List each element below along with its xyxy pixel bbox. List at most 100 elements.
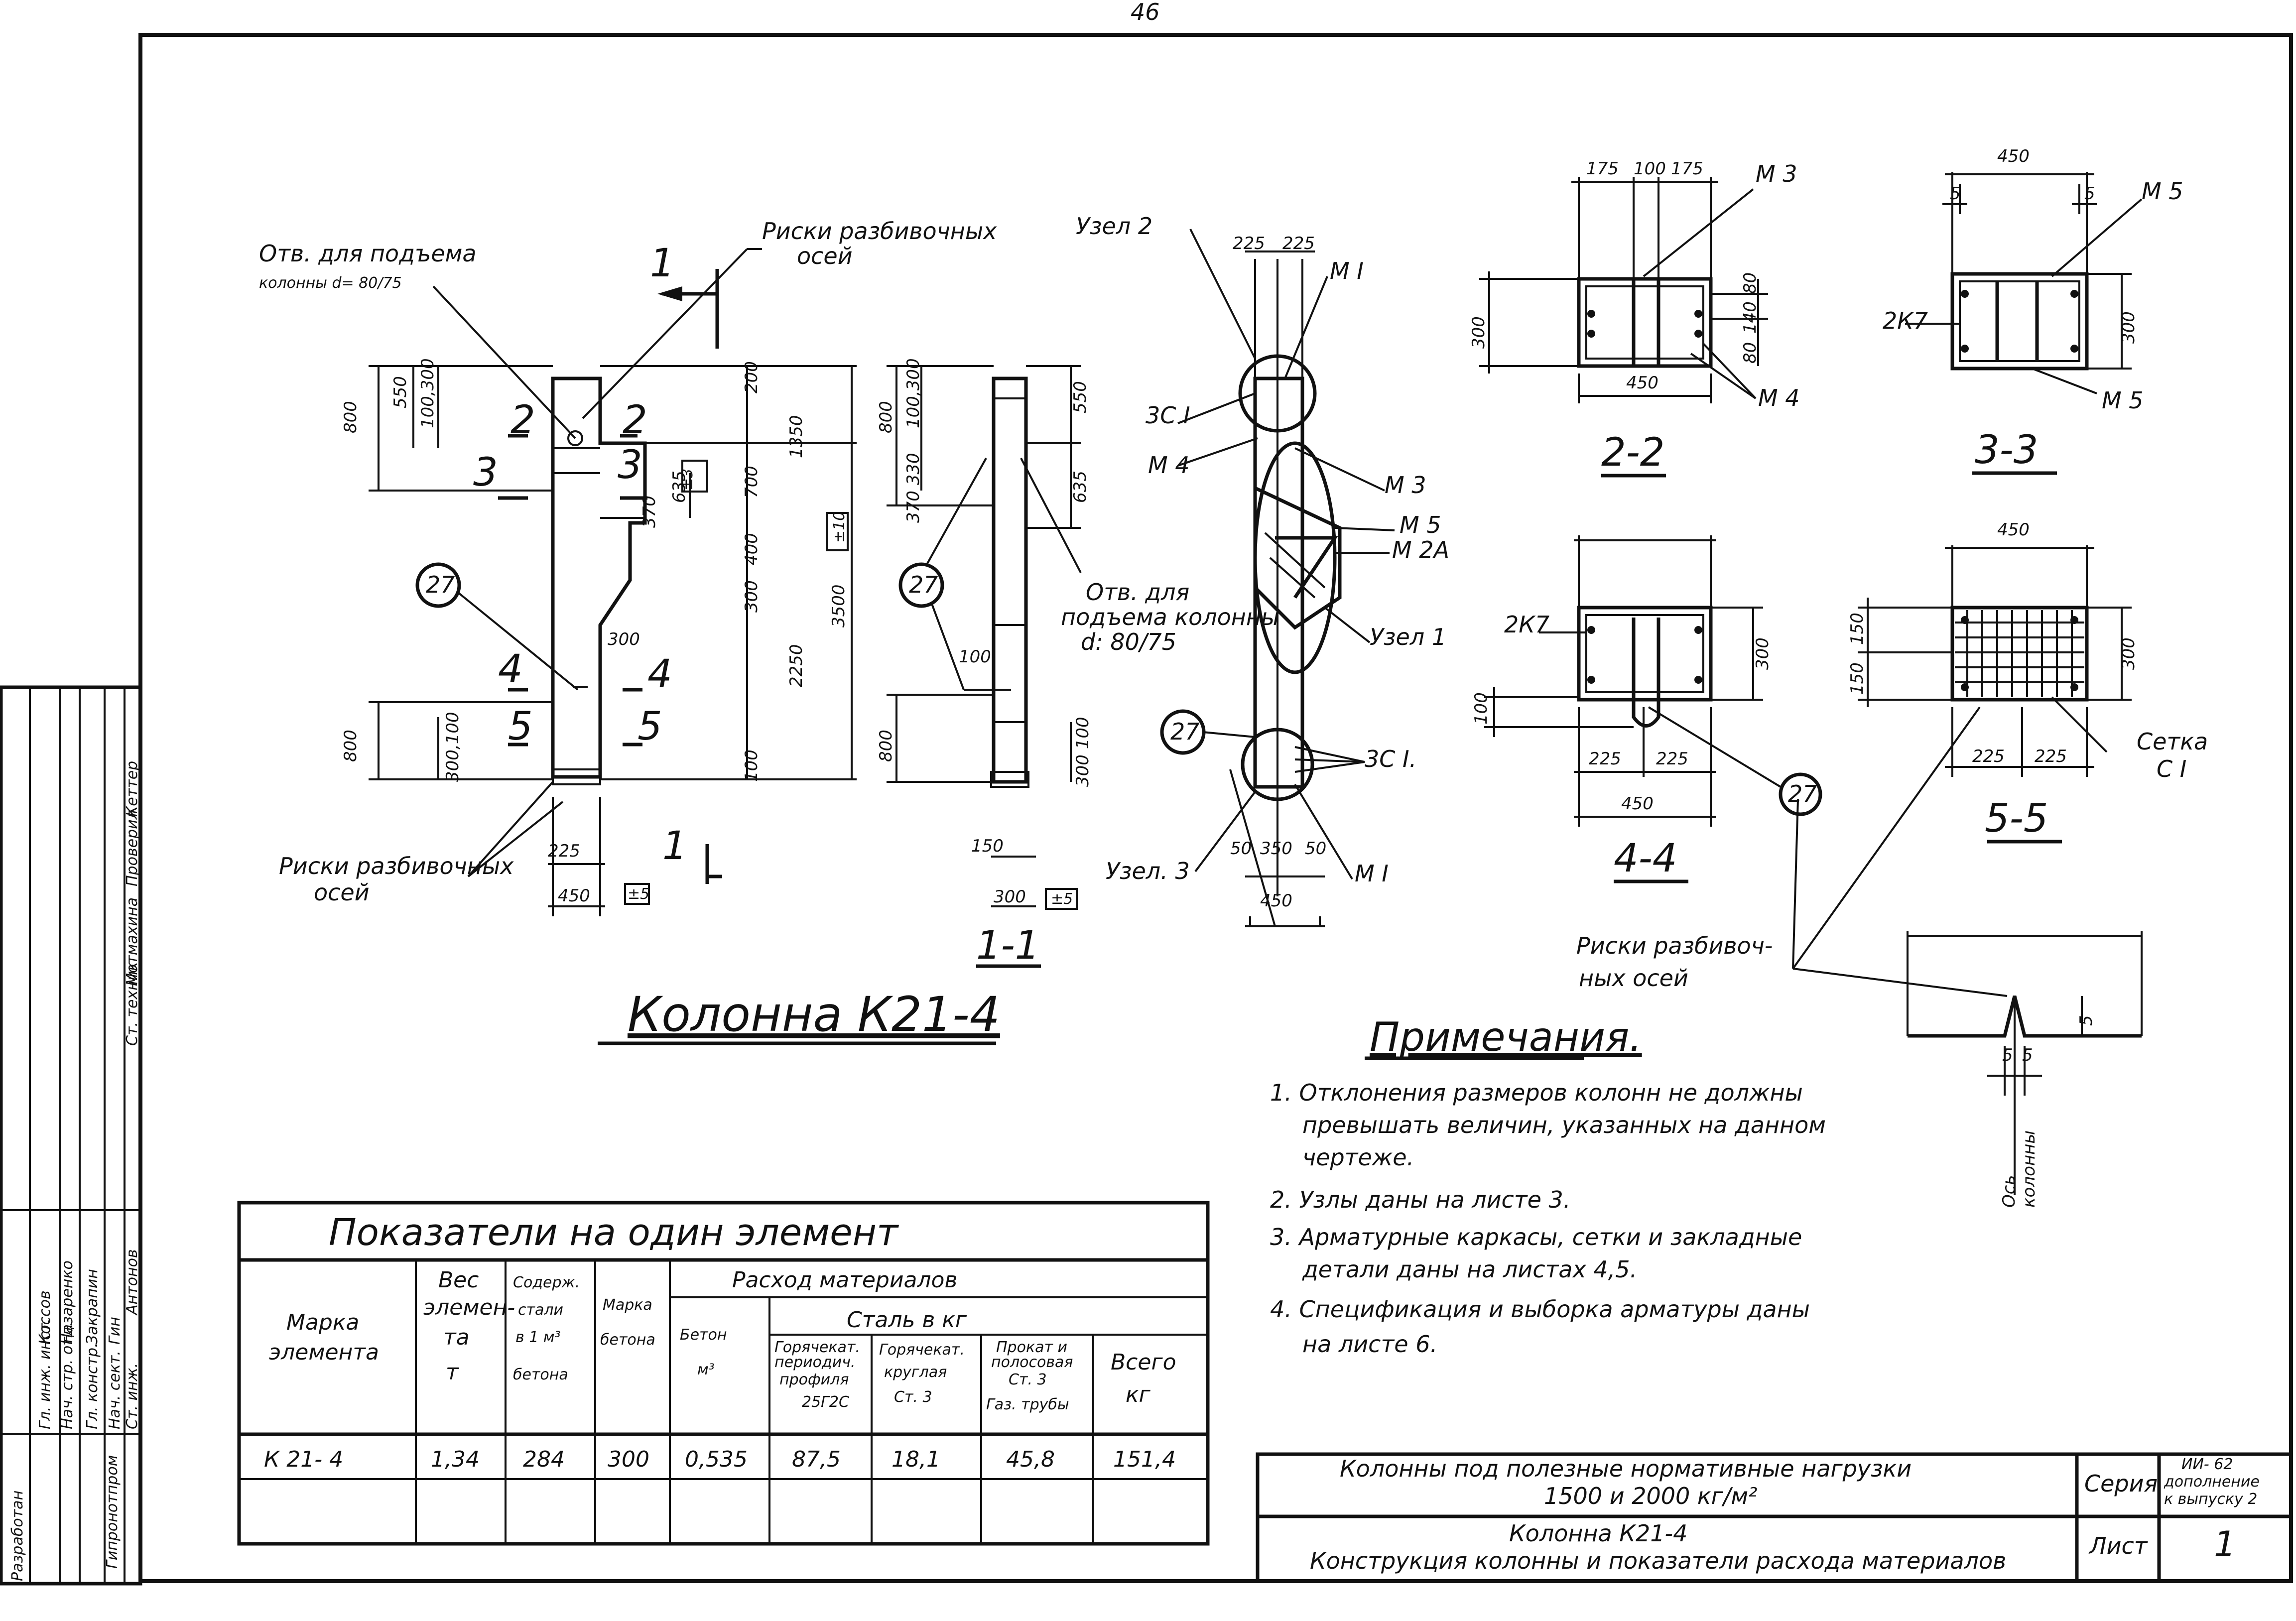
h-steel-3: в 1 м³: [515, 1329, 561, 1346]
risk-d5b: 5: [2022, 1045, 2033, 1065]
h-rolled-4: Газ. трубы: [986, 1396, 1069, 1413]
sec55-setka-2: С I: [2157, 755, 2186, 782]
cut-1-top: 1: [650, 241, 675, 286]
cell-total: 151,4: [1113, 1447, 1176, 1472]
h-steel-4: бетона: [513, 1366, 568, 1383]
tb-line-4: Конструкция колонны и показатели расхода…: [1310, 1547, 2006, 1574]
node-view: [1160, 229, 1395, 927]
svg-text:450: 450: [1621, 794, 1654, 814]
svg-text:800: 800: [876, 730, 896, 762]
h-periodic-4: 25Г2С: [802, 1393, 849, 1411]
h-steel-2: стали: [518, 1301, 563, 1319]
svg-text:5: 5: [1950, 184, 1961, 204]
risk-bot-2: осей: [314, 879, 370, 906]
tb-series-2: дополнение: [2164, 1473, 2260, 1491]
svg-text:300: 300: [2119, 637, 2139, 670]
svg-text:225: 225: [2035, 747, 2067, 766]
hole-label-2: колонны d= 80/75: [259, 274, 402, 292]
note-line-7: 4. Спецификация и выборка арматуры даны: [1270, 1296, 1810, 1323]
cut-5-left: 5: [508, 704, 533, 749]
cut-5-right: 5: [638, 704, 662, 749]
uzel-1: Узел 1: [1370, 623, 1446, 650]
node-m1-bottom: М I: [1355, 860, 1389, 887]
h-periodic-2: периодич.: [774, 1354, 855, 1371]
notes-heading: Примечания.: [1370, 1014, 1642, 1060]
note-line-6: детали даны на листах 4,5.: [1302, 1256, 1637, 1283]
svg-text:100: 100: [1634, 159, 1666, 179]
svg-text:100: 100: [742, 749, 762, 782]
svg-text:300: 300: [742, 580, 762, 613]
h-steel-kg: Сталь в кг: [847, 1307, 967, 1333]
svg-text:370: 370: [639, 496, 659, 528]
svg-text:80: 80: [1740, 272, 1760, 294]
svg-text:3500: 3500: [829, 584, 849, 627]
h-concrete-2: м³: [697, 1361, 715, 1378]
svg-text:150: 150: [1847, 613, 1867, 645]
h-mark-1: Марка: [286, 1310, 359, 1335]
svg-text:175: 175: [1671, 159, 1703, 179]
svg-text:450: 450: [558, 886, 590, 906]
sec33-m5-bottom: М 5: [2102, 387, 2144, 414]
stamp-role-7: Проверил: [124, 810, 141, 886]
svg-text:370 330: 370 330: [903, 453, 923, 523]
sec33-dims: 450 5 5 300: [1950, 146, 2139, 344]
svg-text:300: 300: [608, 629, 640, 649]
note-line-2: превышать величин, указанных на данном: [1302, 1112, 1826, 1138]
svg-text:±5: ±5: [628, 885, 649, 903]
svg-text:225: 225: [1282, 234, 1315, 253]
h-cmark-1: Марка: [603, 1296, 652, 1314]
svg-text:350: 350: [1260, 839, 1292, 859]
table-row: К 21- 4 1,34 284 300 0,535 87,5 18,1 45,…: [264, 1447, 1176, 1472]
section-1-1-dims: 800 100,300 550 370 330 635 100 800 300 …: [876, 358, 1093, 908]
svg-text:225: 225: [1656, 749, 1688, 769]
svg-text:80: 80: [1740, 342, 1760, 364]
tb-sheet-no: 1: [2214, 1524, 2236, 1565]
stamp-name-7: Кеттер: [124, 761, 141, 817]
cell-weight: 1,34: [431, 1447, 480, 1472]
section-1-1-label: 1-1: [976, 923, 1039, 968]
callout-27-elev: 27: [426, 571, 455, 598]
h-total-1: Всего: [1111, 1350, 1176, 1375]
title-block: [1256, 1452, 2293, 1583]
svg-text:1350: 1350: [786, 415, 806, 458]
stamp-org-1: Разработан: [9, 1491, 26, 1581]
stamp-role-4: Нач. сект.: [106, 1351, 124, 1429]
indicators-table: [237, 1201, 1210, 1546]
section-3-3-label: 3-3: [1975, 428, 2038, 473]
risk-detail: [1792, 706, 2143, 1195]
cell-concrete: 0,535: [685, 1447, 748, 1472]
stamp-name-5: Антонов: [124, 1249, 141, 1316]
section-1-1-hole-1: Отв. для: [1086, 579, 1189, 606]
h-cmark-2: бетона: [600, 1331, 655, 1349]
uzel-2: Узел 2: [1076, 213, 1152, 240]
h-round-3: Ст. 3: [894, 1388, 932, 1406]
risk-axis-2: колонны: [2019, 1130, 2039, 1208]
svg-text:550: 550: [1070, 381, 1090, 413]
node-dims: 225 225 50 350 50 450: [1230, 234, 1326, 911]
node-zc1-top: 3С I: [1146, 402, 1190, 429]
node-m2a: М 2А: [1392, 536, 1449, 563]
h-mark-2: элемента: [269, 1340, 379, 1365]
risk-detail-label-1: Риски разбивоч-: [1576, 932, 1773, 959]
tb-series-3: к выпуску 2: [2164, 1491, 2257, 1508]
stamp-role-2: Нач. стр. отд.: [59, 1322, 76, 1429]
stamp-role-1: Гл. инж. инст.: [36, 1318, 54, 1429]
tb-series-label: Серия: [2084, 1470, 2158, 1497]
cut-3-right: 3: [618, 443, 642, 488]
stamp-org-2: Гипронотпром: [104, 1455, 121, 1569]
svg-text:450: 450: [1997, 146, 2030, 166]
h-total-2: кг: [1126, 1382, 1151, 1407]
cell-concrete-mark: 300: [608, 1447, 649, 1472]
risk-top-1: Риски разбивочных: [762, 218, 997, 245]
node-m4: М 4: [1148, 452, 1190, 479]
sec44-dims: 300 100 225 225 450: [1471, 637, 1773, 814]
sec44-2k7: 2К7: [1504, 611, 1549, 638]
risk-d5a: 5: [2002, 1045, 2013, 1065]
column-elevation: [369, 248, 857, 916]
svg-text:175: 175: [1586, 159, 1619, 179]
callout-27-node: 27: [1170, 718, 1200, 745]
stamp-name-4: Гин: [106, 1317, 124, 1345]
svg-text:50: 50: [1230, 839, 1252, 859]
section-5-5-label: 5-5: [1985, 796, 2048, 841]
svg-text:300 100: 300 100: [1073, 717, 1093, 787]
